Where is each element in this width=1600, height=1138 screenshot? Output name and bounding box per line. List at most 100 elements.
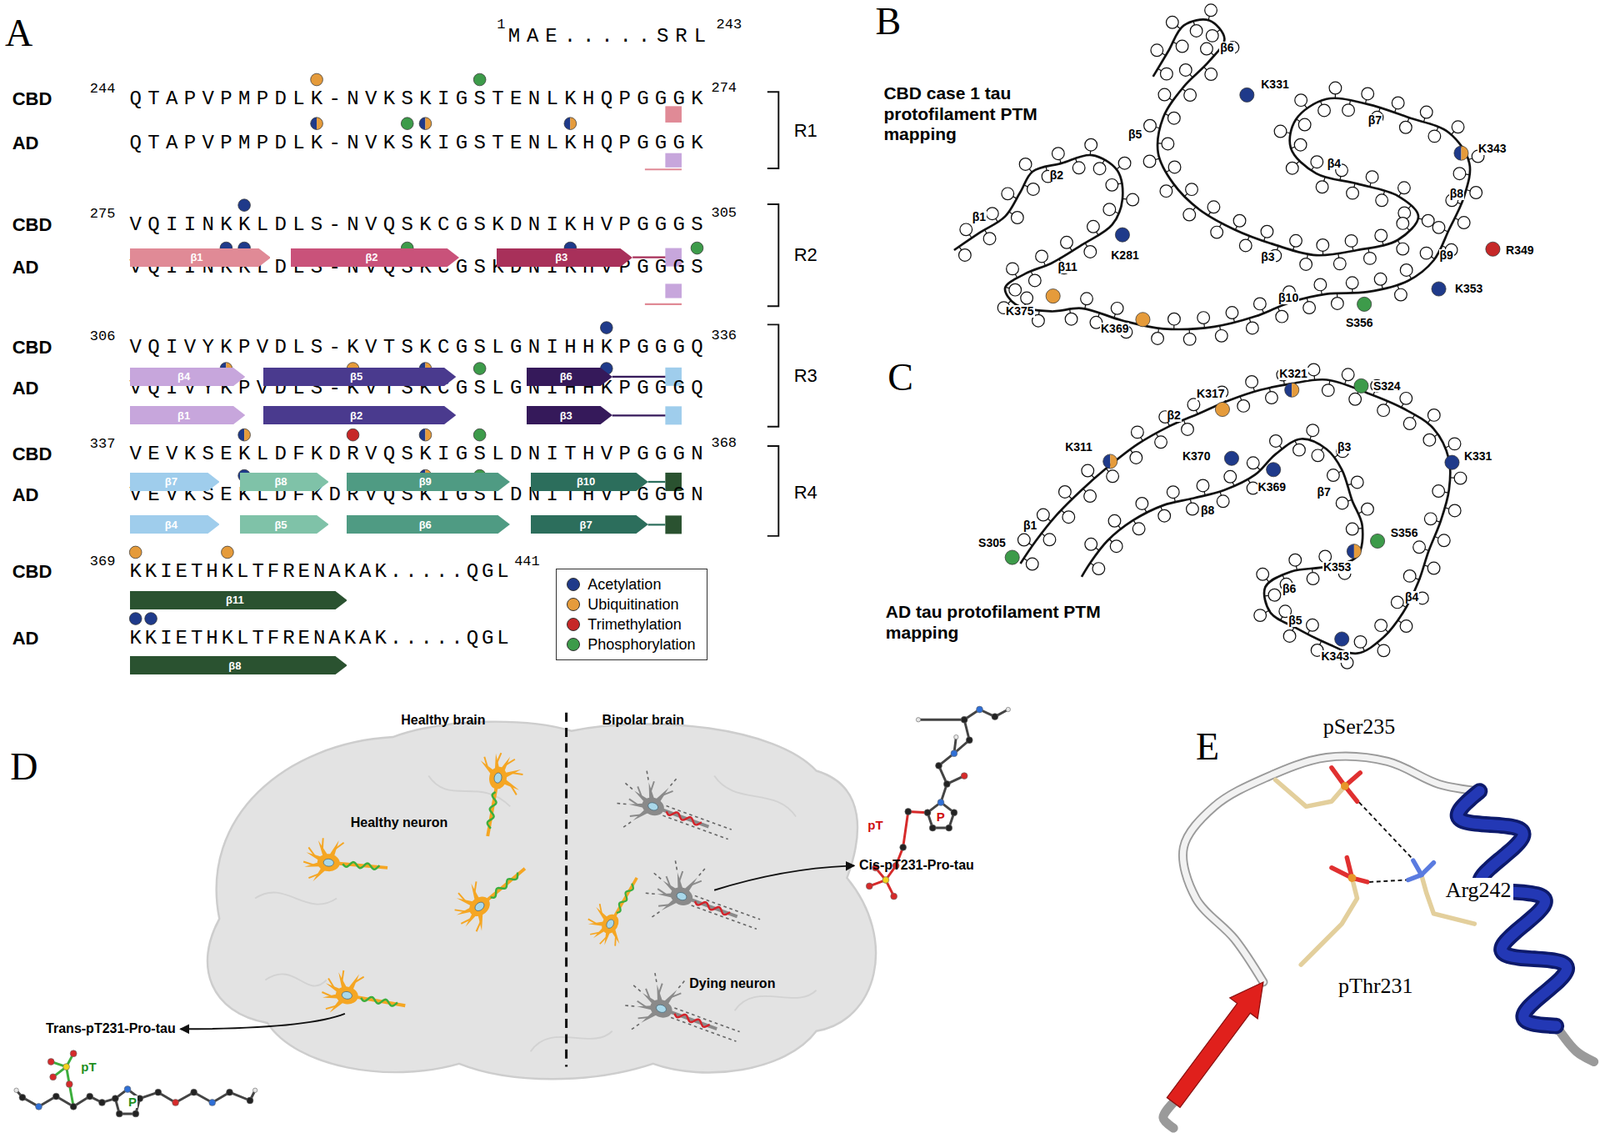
dendrite-branch [662,787,674,798]
ptm-dot-ring [1103,454,1118,469]
residue-circle [1001,187,1015,200]
pointer-arrow [180,1013,345,1029]
residue-circle [1295,94,1308,107]
stick-bond [1275,780,1345,807]
strand-text: β4 [177,370,190,383]
residue-label: S305 [977,536,1007,550]
residue-circles [1017,363,1466,669]
ptm-dot [1240,87,1255,102]
strand-arrow: β7 [130,472,220,491]
ptm-dot-ring [419,428,432,441]
residue-circle [960,223,973,236]
ptm-dot [129,612,142,625]
repeat-bracket [767,91,779,169]
neuron [445,850,538,938]
broken-axon [691,905,757,929]
ptm-dot [1005,550,1020,565]
legend-row: Ubiquitination [566,594,695,615]
broken-axon [662,815,728,839]
sample-name: CBD [12,214,53,235]
residue-circle [1017,533,1030,546]
residue-number: 274 [710,80,737,97]
residue-label: K343 [1320,650,1350,663]
residue-label: K331 [1260,78,1290,91]
dendrite-branch [636,1000,648,1007]
axon-tau [665,808,703,826]
strand-end-square [665,283,682,298]
residue-circle [1268,588,1281,601]
residue-circle [1200,42,1214,55]
residue-circle [1398,181,1411,195]
residue-label: pSer235 [1321,714,1398,740]
residue-circle [1158,88,1171,101]
hydrogen-bond [1359,801,1413,858]
residue-circle [985,207,999,220]
residue-circle [1036,508,1050,521]
residue-circle [1303,301,1316,315]
broken-dendrite [650,969,660,981]
sequence-text: VEVKSEKLDFKDRVQSKIGSLDNITHVPGGGN [130,442,710,466]
ptm-dot-half [1103,454,1111,469]
residue-circle [1126,193,1140,206]
residue-circle [1349,392,1362,405]
broken-dendrite [629,1020,640,1033]
atom [124,1085,131,1093]
atom [19,1093,26,1100]
residue-circle [1246,321,1260,335]
atom [915,717,920,722]
atom [52,1092,60,1100]
panel-letter: D [10,745,38,790]
residue-number: 441 [514,553,540,570]
ptm-dot [400,117,414,130]
ptm-dot [221,545,235,559]
dendrite-branch [321,991,333,996]
phosphorus-atom [1348,873,1357,882]
strand-fill [346,515,510,534]
backbone [954,19,1470,330]
residue-circle [1403,570,1416,583]
strand-arrow: β4 [130,367,245,386]
panel-letter: B [875,0,902,45]
residue-circle [1396,242,1410,255]
broken-axon [666,805,732,830]
atom-label: pT [80,1060,97,1073]
residue-circle [1130,451,1143,465]
residue-circle [1390,595,1404,609]
repeat-label: R4 [794,481,818,503]
repeat-label: R1 [794,120,818,141]
ptm-dot-ring [310,117,324,130]
loop-tube-edge [1163,1101,1174,1128]
soma [639,794,666,819]
residue-circle [1346,186,1360,200]
residue-circle [1420,105,1433,119]
neuron [580,866,653,953]
residue-circle [1006,262,1020,275]
residue-circle [1207,200,1220,214]
atom [960,715,968,723]
strand-label: β5 [1127,128,1143,141]
residue-label: S324 [1372,380,1402,393]
ptm-dot-half [1291,382,1300,397]
dendrite-branch [335,841,345,850]
strand-text: β10 [576,475,595,488]
strand-label: β3 [1336,440,1352,454]
residue-circle [1197,311,1210,325]
repeat-bracket [767,445,779,536]
ptm-dot [473,428,486,441]
residue-circle [1110,301,1124,315]
atom [950,750,958,757]
broken-dendrite [699,864,707,877]
residue-circle [1179,64,1192,77]
residue-circle [1265,391,1279,405]
legend-text: Acetylation [587,575,661,594]
strand-fill [346,472,510,491]
residue-circle [1254,297,1267,310]
repeat-label: R2 [794,244,818,265]
axon [614,877,638,918]
residue-label: K311 [1064,440,1094,454]
atom [115,1110,123,1117]
broken-dendrite [614,800,627,807]
dendrite-branch [511,772,523,775]
residue-circle [1377,404,1390,417]
dendrite-branch [643,988,654,1000]
